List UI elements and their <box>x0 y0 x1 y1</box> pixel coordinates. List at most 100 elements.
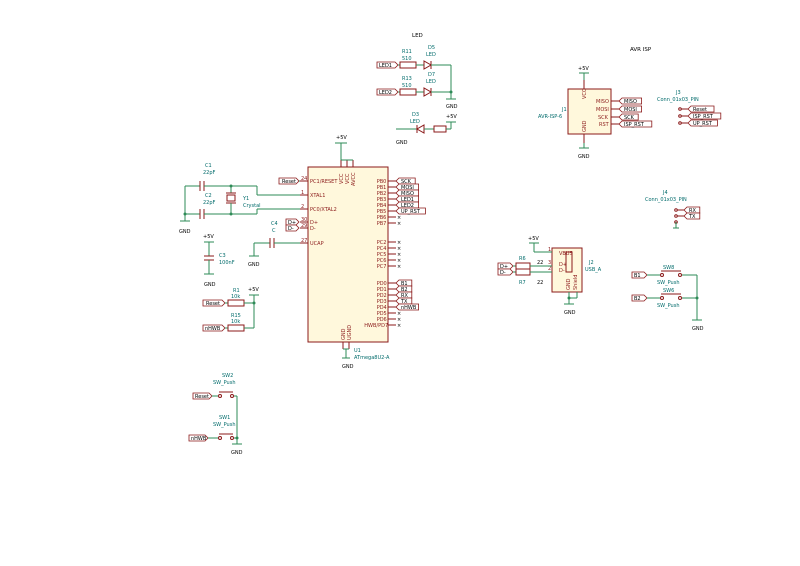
net-label-isp-text-miso: MISO <box>624 99 637 105</box>
net-label-j3-isp-rst <box>687 112 722 120</box>
mcu-pin-avcc: AVCC <box>351 172 357 186</box>
j1-pin-vcc: VCC <box>582 88 588 99</box>
no-connect-mark: × <box>397 240 401 246</box>
mcu-pin-pb0: PB0 <box>377 179 387 185</box>
r15-ref: R15 <box>231 313 241 319</box>
mcu-pin-pc6: PC6 <box>377 258 387 264</box>
mcu-pin-pd2: PD2 <box>377 293 387 299</box>
mcu-pin-pd3: PD3 <box>377 299 387 305</box>
net-label-led2 <box>395 201 420 209</box>
net-label-miso <box>395 189 420 197</box>
c4-ref: C4 <box>271 221 278 227</box>
mcu-pinnum-xtal2: 2 <box>301 204 304 210</box>
j1-vcc-label: +5V <box>578 66 589 72</box>
net-label-r1-reset <box>202 299 226 307</box>
usb-connector-j2[interactable]: VBUS D+ D- GND Shield 1 3 2 J2 USB_A <box>548 247 602 293</box>
c2-ref: C2 <box>205 193 212 199</box>
r7-value: 22 <box>537 280 543 286</box>
net-label-j4-tx <box>683 212 701 220</box>
net-label-text-rx: RX <box>401 293 408 299</box>
sw2-value: SW_Push <box>213 380 236 386</box>
sw1-ref[interactable]: SW1 <box>219 415 230 421</box>
net-label-text-tx: TX <box>400 299 408 305</box>
net-label-nhwb <box>395 303 420 311</box>
mcu-pinnum-dminus: 29 <box>301 223 307 229</box>
sw-left-gnd-label: GND <box>231 450 243 456</box>
r13-ref: R13 <box>402 76 412 82</box>
net-label-text-led1: LED1 <box>401 197 414 203</box>
sw1-value: SW_Push <box>213 422 236 428</box>
j2-ref: J2 <box>588 260 594 266</box>
net-label-usb-dminus <box>497 268 514 276</box>
mcu-pin-pb3: PB3 <box>377 197 387 203</box>
no-connect-mark: × <box>397 323 401 329</box>
net-label-j4-text-rx: RX <box>689 208 696 214</box>
d5-value: LED <box>426 52 436 58</box>
title-avr-isp: AVR ISP <box>630 47 652 53</box>
net-label-j4-rx <box>683 206 701 214</box>
isp-header-j1[interactable]: VCC GND MISO MOSI SCK RST J1 AVR-ISP-6 <box>538 80 612 143</box>
no-connect-mark: × <box>397 221 401 227</box>
net-label-tx <box>395 297 413 305</box>
r6-ref: R6 <box>519 256 526 262</box>
mcu-pinnum-ucap: 27 <box>301 238 307 244</box>
net-label-b1 <box>631 271 648 279</box>
r11-value: 510 <box>402 56 412 62</box>
mcu-pin-ugnd: UGND <box>347 325 353 340</box>
j2-pin-gnd: GND <box>566 278 572 290</box>
sw6-ref[interactable]: SW6 <box>663 288 674 294</box>
j1-pin-mosi: MOSI <box>596 107 609 113</box>
usb-gnd-label: GND <box>564 310 576 316</box>
crystal-gnd-label: GND <box>179 229 191 235</box>
c3-gnd-label: GND <box>204 282 216 288</box>
svg-text:Reset: Reset <box>206 301 220 307</box>
sw2-ref[interactable]: SW2 <box>222 373 233 379</box>
mcu-u1[interactable]: PC1/RESET XTAL1 PC0/XTAL2 D+ D- UCAP 24 … <box>300 160 390 361</box>
c3-value: 100nF <box>219 260 235 266</box>
sw8-value: SW_Push <box>657 280 680 286</box>
net-label-isp-text-mosi: MOSI <box>624 107 637 113</box>
net-label-text-b1: B1 <box>401 281 408 287</box>
net-label-isp-mosi <box>618 105 642 113</box>
svg-text:B2: B2 <box>634 296 641 302</box>
r-vcc-label: +5V <box>248 287 259 293</box>
j1-pin-sck: SCK <box>598 115 609 121</box>
c1-value: 22pF <box>203 170 216 176</box>
d7-ref: D7 <box>428 72 435 78</box>
j1-pin-gnd: GND <box>582 120 588 132</box>
j1-pin-miso: MISO <box>596 99 609 105</box>
mcu-pin-vcc2: VCC <box>345 173 351 184</box>
mcu-ref: U1 <box>354 348 361 354</box>
j2-pin-dm: D- <box>559 268 565 274</box>
led-gnd-label: GND <box>446 104 458 110</box>
mcu-pin-pb6: PB6 <box>377 215 387 221</box>
sw6-value: SW_Push <box>657 303 680 309</box>
net-label-mosi <box>395 183 420 191</box>
net-label-b2 <box>395 285 413 293</box>
mcu-pin-pc2: PC2 <box>377 240 387 246</box>
no-connect-mark: × <box>397 317 401 323</box>
net-label-j3-text-isp-rst: ISP_RST <box>693 114 714 120</box>
title-led: LED <box>412 33 423 39</box>
net-label-text-up-rst: UP_RST <box>401 209 421 215</box>
svg-text:D-: D- <box>288 226 294 232</box>
j2-pin-dp: D+ <box>559 262 567 268</box>
net-label-led1 <box>376 61 399 69</box>
mcu-vcc-label: +5V <box>336 135 347 141</box>
sw8-ref[interactable]: SW8 <box>663 265 674 271</box>
c4-gnd-label: GND <box>248 262 260 268</box>
mcu-pin-hwb-pd7: HWB/PD7 <box>364 323 388 329</box>
no-connect-mark: × <box>397 264 401 270</box>
j3-ref: J3 <box>675 90 681 96</box>
j4-ref: J4 <box>662 190 668 196</box>
mcu-pin-xtal1: XTAL1 <box>310 193 325 199</box>
mcu-pin-pd4: PD4 <box>377 305 387 311</box>
r1-value: 10k <box>231 294 240 300</box>
mcu-pin-pc7: PC7 <box>377 264 387 270</box>
net-label-dminus <box>285 224 300 232</box>
